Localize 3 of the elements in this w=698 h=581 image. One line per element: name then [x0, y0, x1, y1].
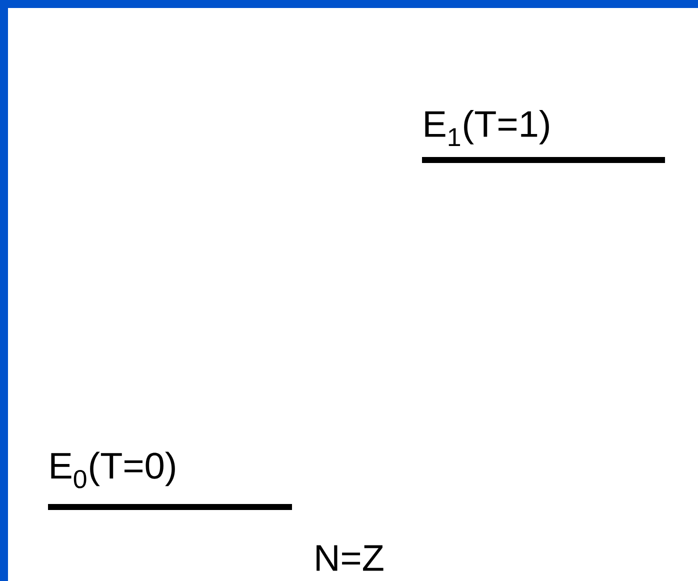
level-label: E$_{1}$(T=1) [425, 110, 549, 146]
level-label: N=Z [316, 545, 384, 571]
level-label: E$_{0}$(T=0) [51, 452, 175, 488]
